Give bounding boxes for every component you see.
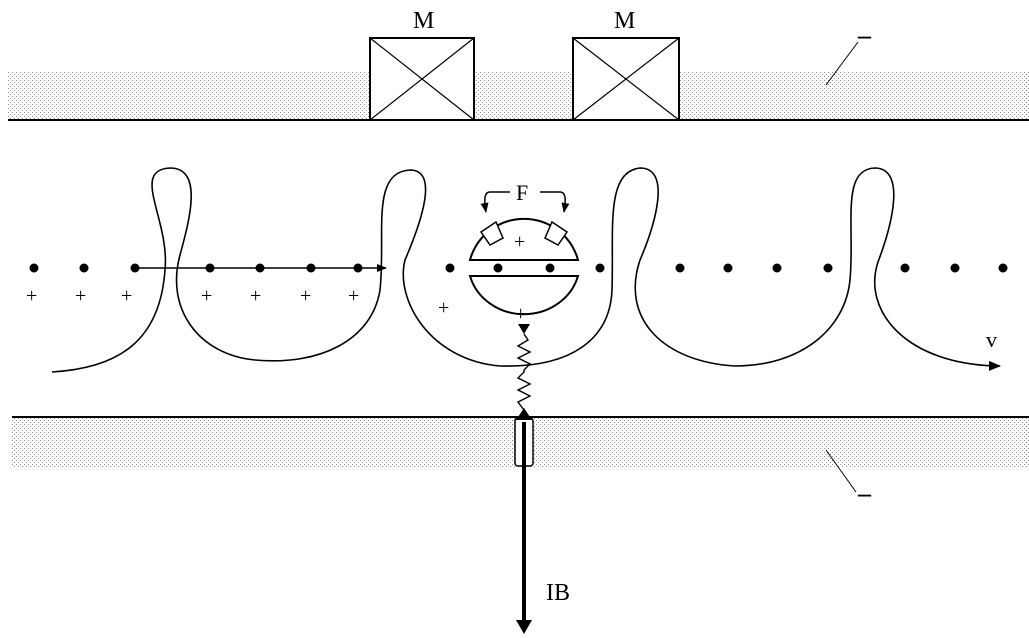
- looping-current-path: [51, 167, 1001, 373]
- ion-plus: +: [348, 285, 359, 307]
- electron-dot: [998, 263, 1008, 273]
- collector-lower-plus: +: [515, 303, 526, 325]
- ion-plus: +: [300, 285, 311, 307]
- magnet-2: [572, 37, 680, 121]
- magnet-1-label: M: [413, 8, 434, 34]
- ion-plus: +: [121, 285, 132, 307]
- force-label: F: [516, 180, 528, 205]
- electron-dot: [29, 263, 39, 273]
- electron-dot: [723, 263, 733, 273]
- force-arrows: [480, 191, 570, 213]
- electron-dot: [595, 263, 605, 273]
- top-sign-leader: [825, 41, 859, 86]
- output-label: IB: [546, 580, 570, 606]
- ion-plus-signs: + + + + + + + +: [26, 285, 449, 319]
- top-electrode: [8, 72, 1029, 121]
- collector-upper-plus: +: [514, 231, 525, 253]
- bottom-sign-leader: [825, 449, 857, 493]
- ion-plus: +: [438, 297, 449, 319]
- ion-plus: +: [201, 285, 212, 307]
- electron-dot: [823, 263, 833, 273]
- ion-plus: +: [75, 285, 86, 307]
- ion-plus: +: [26, 285, 37, 307]
- electron-dot: [950, 263, 960, 273]
- magnet-2-label: M: [614, 8, 635, 34]
- electron-dot: [675, 263, 685, 273]
- ion-plus: +: [250, 285, 261, 307]
- particle-dots: [29, 263, 1008, 273]
- magnet-1: [369, 37, 475, 121]
- electron-dot: [445, 263, 455, 273]
- electron-dot: [79, 263, 89, 273]
- collector: [468, 217, 580, 334]
- velocity-label: v: [986, 327, 997, 352]
- bottom-electrode-sign: –: [857, 479, 872, 508]
- electron-dot: [772, 263, 782, 273]
- spring-conductor: [516, 333, 532, 411]
- electron-dot: [900, 263, 910, 273]
- top-electrode-sign: –: [857, 21, 872, 50]
- output-arrow: [516, 408, 532, 634]
